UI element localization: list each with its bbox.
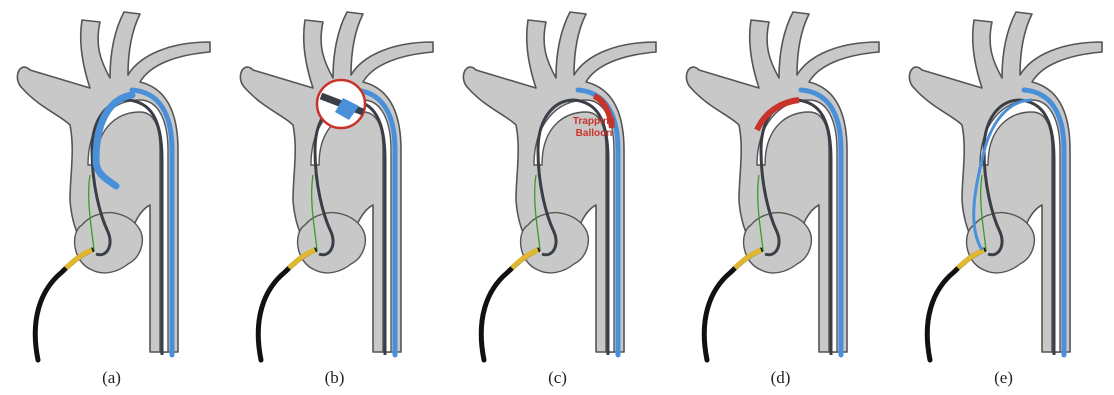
panel-b: (b)	[223, 0, 446, 395]
aortic-arch-vessel	[909, 12, 1102, 352]
aorta-anatomy	[463, 12, 656, 360]
panel-caption: (b)	[223, 368, 446, 388]
panel-caption: (e)	[892, 368, 1114, 388]
heart-chamber	[298, 213, 366, 273]
delivery-catheter	[481, 250, 538, 360]
aorta-anatomy	[240, 12, 433, 360]
delivery-catheter	[704, 250, 761, 360]
aortic-arch-vessel	[463, 12, 656, 352]
balloon-label-line1: Trapping	[573, 116, 615, 127]
delivery-catheter	[927, 250, 984, 360]
heart-chamber	[744, 213, 812, 273]
heart-chamber	[967, 213, 1035, 273]
aortic-arch-vessel	[240, 12, 433, 352]
heart-chamber	[75, 213, 143, 273]
aorta-anatomy	[909, 12, 1102, 360]
panel-illustration-a	[0, 0, 223, 365]
panel-caption: (d)	[669, 368, 892, 388]
panel-caption: (a)	[0, 368, 223, 388]
heart-chamber	[521, 213, 589, 273]
aortic-arch-vessel	[686, 12, 879, 352]
panel-illustration-b	[223, 0, 446, 365]
delivery-catheter	[35, 250, 92, 360]
aorta-anatomy	[686, 12, 879, 360]
panel-caption: (c)	[446, 368, 669, 388]
panel-illustration-d	[669, 0, 892, 365]
panel-d: (d)	[669, 0, 892, 395]
delivery-catheter	[258, 250, 315, 360]
panel-illustration-e	[892, 0, 1114, 365]
aorta-anatomy	[17, 12, 210, 360]
panel-e: (e)	[892, 0, 1114, 395]
panel-a: (a)	[0, 0, 223, 395]
balloon-label-line2: Balloon	[576, 128, 613, 139]
